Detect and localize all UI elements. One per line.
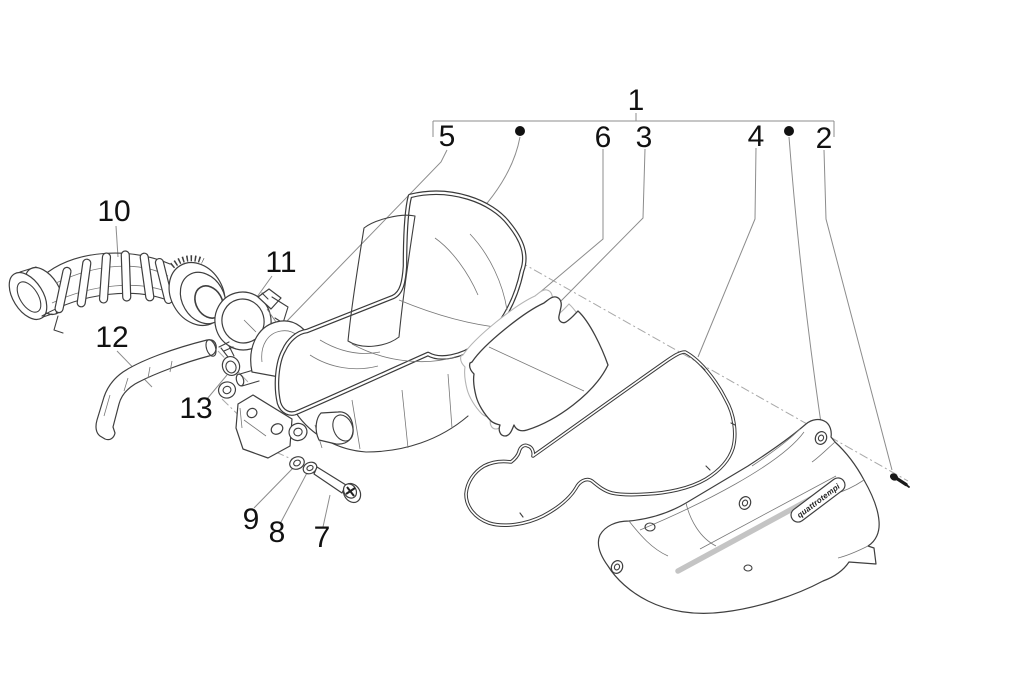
bolt-cross-recess [345,486,356,497]
leader-6 [518,149,604,311]
bolt-shaft [313,466,347,494]
seal-nubs [519,365,736,518]
leader-8 [280,470,309,523]
callout-9: 9 [243,503,260,536]
callout-5: 5 [439,120,456,153]
part-perimeter-seal [464,350,737,527]
filter-crease [488,346,585,392]
group-bracket [432,113,835,137]
part-airbox-cover: quattrotempi [597,418,880,614]
callout-10: 10 [97,195,130,228]
bushing-body [315,411,354,445]
assembly-dot-left [515,126,525,136]
cover-slot [743,564,753,572]
part-screw [889,473,910,488]
housing-bottom-shell [295,412,469,453]
part-breather-tube [95,339,217,441]
leader-bullet-right [788,136,823,431]
callout-1: 1 [628,84,645,117]
assembly-dot-right [784,126,794,136]
part-airbox-housing [235,190,527,459]
part-bolt [313,466,362,504]
clamp-band-inner [221,298,265,344]
leader-lines [115,113,893,528]
leader-9 [253,465,296,509]
clamp-screw [261,292,289,324]
housing-tower [347,214,416,347]
leader-10 [115,225,119,258]
leader-2 [823,149,893,471]
bushing-face [332,414,354,442]
housing-interior-lines [309,233,508,370]
callout-6: 6 [595,121,612,154]
callout-4: 4 [748,120,765,153]
hose-ribs [54,250,174,314]
clip-ring-inner [225,360,237,374]
part-washer-9 [289,456,305,470]
part-grommet-lower [288,422,308,442]
clip-ears [218,341,235,358]
part-filter-element [468,296,609,437]
callout-3: 3 [636,121,653,154]
leader-11 [256,275,273,298]
part-washer-8 [302,461,318,475]
cover-boss [644,522,656,532]
part-rubber-bushing [315,411,354,445]
leader-4 [697,147,757,358]
hose-flange-opening [16,281,42,313]
callout-8: 8 [269,516,286,549]
filter-outline [468,296,609,437]
leader-13 [206,374,228,400]
cover-hole-mid [738,496,752,510]
bracket-lines [239,407,267,437]
part-spring-clip [218,341,241,376]
callout-labels: 1 5 6 3 4 2 10 11 12 13 9 8 7 [95,84,832,554]
badge-pill [790,477,846,523]
callout-2: 2 [816,122,833,155]
bracket-hole-1 [246,407,258,419]
part-intake-hose [8,250,227,334]
callout-12: 12 [95,321,128,354]
tube-segment-marks [103,360,173,417]
callout-11: 11 [265,246,296,279]
cover-creases [628,428,869,559]
callout-13: 13 [179,392,212,425]
hose-collar-knurl [170,255,205,269]
tube-body [95,339,217,441]
leader-7 [322,494,331,528]
housing-rim-inner [275,191,526,415]
cover-hole-top [814,431,828,445]
part-grommet-upper [217,381,237,399]
tube-end-opening [205,339,217,357]
leader-3 [558,148,646,304]
screw-tip [904,483,910,488]
cover-ridge [699,475,837,550]
bracket-hole-2 [270,423,284,435]
screw-axis-centerline [459,227,909,482]
cover-hole-left [610,560,624,574]
housing-nipple-end [235,373,245,387]
leader-5 [255,149,448,354]
callout-7: 7 [314,521,331,554]
cover-outline [597,418,880,614]
